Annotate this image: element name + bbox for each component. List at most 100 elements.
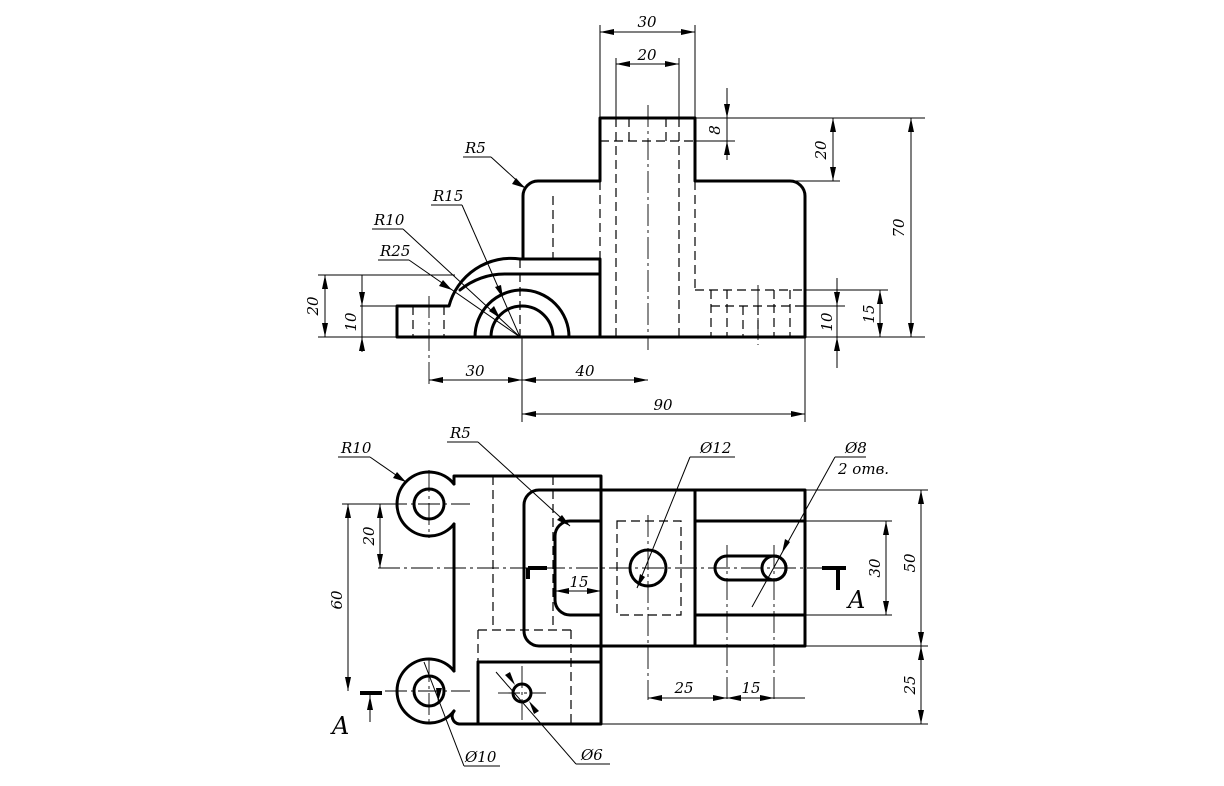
- arrowhead: [918, 646, 924, 660]
- arrowhead: [522, 377, 536, 383]
- arrowhead: [883, 601, 889, 615]
- arrowhead: [724, 104, 730, 118]
- label-d10: Ø10: [464, 748, 497, 766]
- front-arc-r15: [473, 288, 571, 339]
- dim-left-10: 10: [342, 312, 360, 332]
- arrowhead: [377, 554, 383, 568]
- label-r10-top: R10: [340, 439, 372, 457]
- label-r5-top: R5: [449, 424, 471, 442]
- arrowhead: [600, 29, 614, 35]
- dim-height-20: 20: [812, 140, 830, 161]
- arrowhead: [512, 178, 525, 188]
- dim-top-25: 25: [673, 679, 693, 697]
- label-r5-front: R5: [464, 139, 486, 157]
- arrowhead: [830, 118, 836, 132]
- leader-line: [477, 441, 571, 527]
- front-outline: [395, 256, 602, 339]
- arrowhead: [555, 588, 569, 594]
- label-holes-note: 2 отв.: [837, 460, 889, 478]
- arrowhead: [359, 337, 365, 351]
- arrowhead: [557, 515, 570, 526]
- arrowhead: [359, 292, 365, 306]
- label-d6: Ø6: [580, 746, 603, 764]
- arrowhead: [791, 411, 805, 417]
- arrowhead: [724, 141, 730, 155]
- arrowhead: [495, 285, 503, 298]
- label-r25: R25: [379, 242, 410, 260]
- arrowhead: [834, 292, 840, 306]
- dim-top-25-right: 25: [901, 675, 919, 695]
- dim-right-15: 15: [860, 304, 878, 323]
- arrowhead: [713, 695, 727, 701]
- dim-depth-8: 8: [706, 125, 724, 135]
- front-arc-r10: [489, 304, 555, 339]
- arrowhead: [665, 61, 679, 67]
- front-view: 30 20 8 20 70 10: [304, 13, 925, 422]
- dim-left-20: 20: [304, 296, 322, 317]
- arrowhead: [616, 61, 630, 67]
- dim-top-50: 50: [901, 553, 919, 573]
- arrowhead: [587, 588, 601, 594]
- arrowhead: [322, 275, 328, 289]
- arrowhead: [918, 632, 924, 646]
- leader-line: [423, 661, 465, 767]
- leader-line: [408, 259, 521, 338]
- arrowhead: [522, 411, 536, 417]
- label-r10-front: R10: [373, 211, 405, 229]
- arrowhead: [508, 377, 522, 383]
- arrowhead: [782, 539, 790, 553]
- arrowhead: [834, 337, 840, 351]
- label-r15: R15: [432, 187, 463, 205]
- arrowhead: [377, 504, 383, 518]
- front-body-outline: [521, 116, 807, 339]
- dim-bottom-90: 90: [653, 396, 673, 414]
- arrowhead: [436, 688, 442, 702]
- arrowhead: [489, 306, 500, 318]
- arrowhead: [648, 695, 662, 701]
- leader-line: [495, 671, 577, 765]
- arrowhead: [877, 290, 883, 304]
- arrowhead: [681, 29, 695, 35]
- top-view: A A 20 60 15 30 50 25: [328, 424, 928, 767]
- arrowhead: [345, 677, 351, 691]
- dim-top-20: 20: [360, 526, 378, 547]
- arrowhead: [908, 118, 914, 132]
- dim-top-15: 15: [741, 679, 760, 697]
- section-label-left: A: [330, 712, 349, 740]
- arrowhead: [918, 710, 924, 724]
- arrowhead: [830, 167, 836, 181]
- front-step-line: [458, 272, 602, 292]
- dim-top-60: 60: [328, 590, 346, 610]
- leader-line: [636, 456, 691, 589]
- section-label-right: A: [846, 586, 865, 614]
- arrowhead: [393, 472, 406, 482]
- arrowhead: [429, 377, 443, 383]
- label-d12: Ø12: [699, 439, 731, 457]
- leader-line: [751, 456, 836, 608]
- arrowhead: [883, 521, 889, 535]
- arrowhead: [345, 504, 351, 518]
- arrowhead: [727, 695, 741, 701]
- leader-line: [402, 228, 521, 338]
- arrowhead: [918, 490, 924, 504]
- arrowhead: [877, 323, 883, 337]
- arrowhead: [637, 574, 645, 588]
- arrowhead: [322, 323, 328, 337]
- dim-width-30: 30: [637, 13, 657, 31]
- arrowhead: [439, 280, 452, 290]
- arrowhead: [760, 695, 774, 701]
- label-d8: Ø8: [844, 439, 867, 457]
- dim-height-70: 70: [890, 218, 908, 238]
- dim-right-10: 10: [818, 312, 836, 332]
- arrowhead: [505, 672, 515, 685]
- arrowhead: [367, 696, 373, 710]
- leader-line: [461, 204, 521, 338]
- dim-bottom-40: 40: [574, 362, 595, 380]
- arrowhead: [529, 701, 539, 714]
- dim-width-20: 20: [636, 46, 657, 64]
- dim-bottom-30: 30: [465, 362, 485, 380]
- dim-top-30: 30: [866, 558, 884, 578]
- dim-pocket-15: 15: [569, 573, 588, 591]
- arrowhead: [634, 377, 648, 383]
